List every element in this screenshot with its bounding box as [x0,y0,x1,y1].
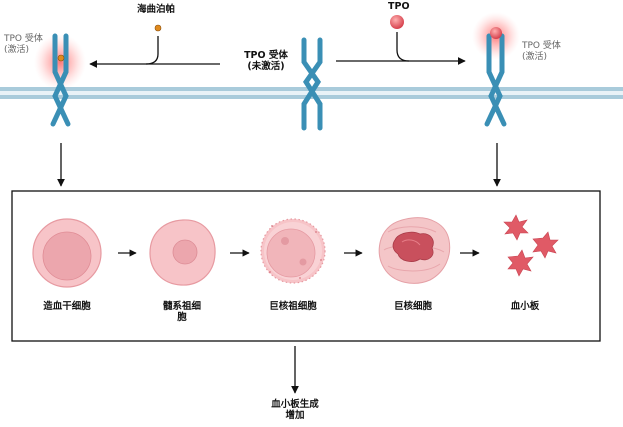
cell-megakaryocyte [378,217,451,284]
stage-label-myeloid-line1: 髓系祖细 [162,301,201,312]
receptor-left-label: TPO 受体 (激活) [4,34,43,55]
result-label-line1: 血小板生成 [271,399,319,410]
receptor-right-label-line2: (激活) [522,51,548,62]
stage-label-myeloid: 髓系祖细 胞 [152,301,212,323]
cell-hsc [32,218,102,288]
receptor-inactive-label: TPO 受体 (未激活) [241,50,291,72]
stage-label-megakaryocyte: 巨核细胞 [383,301,443,312]
result-label-line2: 增加 [285,410,305,421]
cell-myeloid [149,219,216,286]
receptor-left-label-line1: TPO 受体 [4,34,43,44]
differentiation-box [11,190,601,342]
receptor-right-label-line1: TPO 受体 [522,41,561,51]
tpo-bound-ball [490,27,502,39]
result-label: 血小板生成 增加 [255,399,335,421]
eltrombopag-curve [145,36,159,65]
eltrombopag-label: 海曲泊帕 [137,4,176,15]
receptor-right-label: TPO 受体 (激活) [522,41,561,62]
platelets [503,214,559,277]
platelet-3 [507,249,534,277]
platelet-2 [532,231,559,259]
receptor-activated-right [484,33,507,127]
receptor-activated-left [50,33,71,127]
stage-label-mk-progenitor: 巨核祖细胞 [259,301,327,312]
platelet-1 [503,214,529,241]
stage-label-myeloid-line2: 胞 [177,312,187,323]
receptor-inactive [301,37,323,131]
stage-label-hsc-line1: 造血干细胞 [43,301,91,312]
cell-mk-progenitor [260,218,326,284]
stage-label-platelet-line1: 血小板 [510,301,540,312]
activation-glow-left [34,34,86,90]
tpo-ligand [390,15,404,29]
receptor-left-label-line2: (激活) [4,44,30,55]
stage-label-platelet: 血小板 [500,301,550,312]
stage-label-megakaryocyte-line1: 巨核细胞 [393,301,432,312]
eltrombopag-bound-dot [57,54,65,62]
receptor-inactive-label-line1: TPO 受体 [244,50,288,61]
tpo-curve [396,32,410,62]
receptor-inactive-label-line2: (未激活) [247,61,285,72]
stage-label-hsc: 造血干细胞 [37,301,97,312]
eltrombopag-dot [154,24,162,32]
tpo-label: TPO [388,1,410,12]
stage-label-mk-progenitor-line1: 巨核祖细胞 [269,301,317,312]
